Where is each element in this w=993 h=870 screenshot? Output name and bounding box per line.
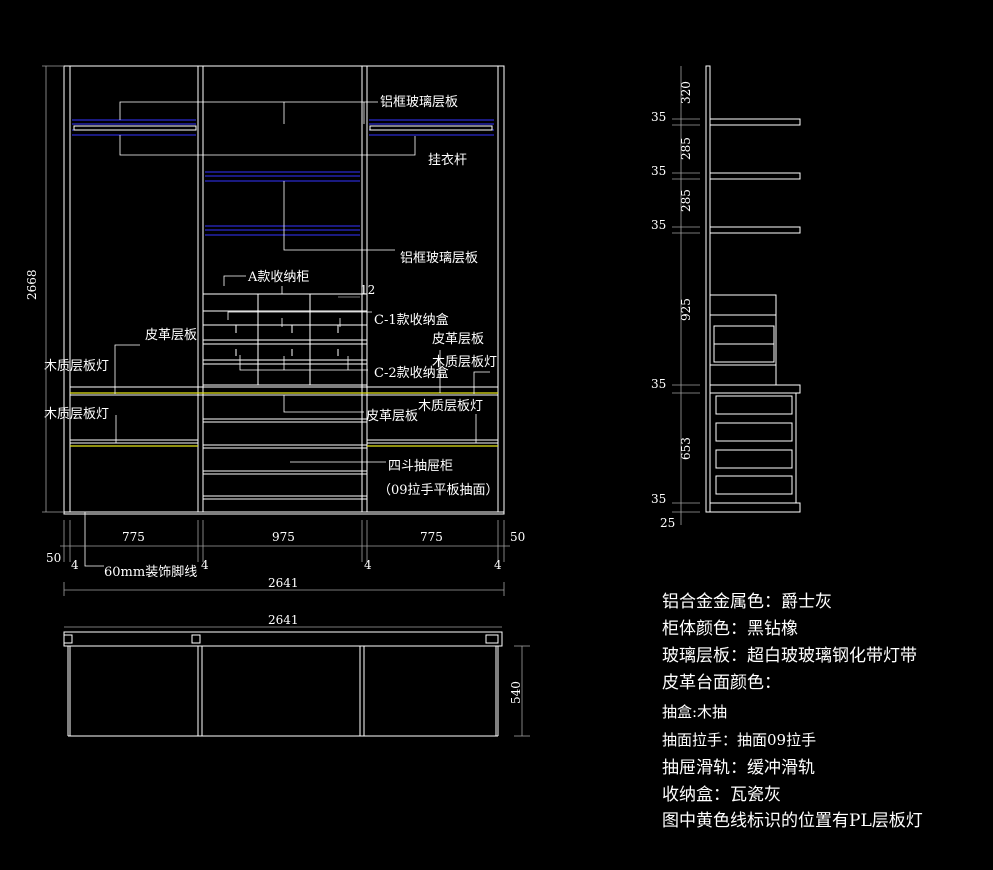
spec-line-3: 玻璃层板：超白玻玻璃钢化带灯带 <box>662 646 917 666</box>
dim-width-right: 775 <box>420 530 443 544</box>
spec-line-4: 皮革台面颜色： <box>662 673 781 693</box>
label-hanging-rod: 挂衣杆 <box>428 152 467 168</box>
dim-width-total: 2641 <box>268 576 299 590</box>
sec-dim-320: 320 <box>679 81 693 104</box>
light-strips <box>70 392 498 447</box>
sec-dim-35-1: 35 <box>651 110 666 124</box>
sec-dim-35-3: 35 <box>651 218 666 232</box>
spec-line-9: 图中黄色线标识的位置有PL层板灯 <box>662 811 923 831</box>
sec-dim-35-2: 35 <box>651 164 666 178</box>
label-glass-shelf-top: 铝框玻璃层板 <box>380 95 458 110</box>
label-c2-box: C-2款收纳盒 <box>374 365 449 381</box>
dim-box-gap: 12 <box>360 283 375 297</box>
dim-width-left: 775 <box>122 530 145 544</box>
glass-shelves <box>72 119 494 236</box>
label-storage-cabinet-a: A款收纳柜 <box>247 270 309 285</box>
sec-dim-35-4: 35 <box>651 377 666 391</box>
label-glass-shelf-mid: 铝框玻璃层板 <box>400 251 478 266</box>
elevation-dimension-text: 2668 775 975 775 50 50 4 4 4 4 2641 12 <box>25 269 525 590</box>
dim-gap-3: 4 <box>364 558 372 572</box>
label-wood-light-left-1: 木质层板灯 <box>44 359 109 374</box>
plan-dimensions <box>64 626 530 737</box>
dim-height-total: 2668 <box>25 269 39 300</box>
spec-line-2: 柜体颜色：黑钻橡 <box>662 619 798 639</box>
side-section <box>705 65 801 513</box>
hanging-rods <box>73 125 493 131</box>
sec-dim-285-2: 285 <box>679 189 693 212</box>
label-wood-light-right-1: 木质层板灯 <box>432 355 497 370</box>
label-c1-box: C-1款收纳盒 <box>374 312 449 328</box>
sec-dim-285-1: 285 <box>679 137 693 160</box>
label-leather-shelf-left: 皮革层板 <box>145 328 197 343</box>
dim-gap-4: 4 <box>494 558 502 572</box>
label-wood-light-right-2: 木质层板灯 <box>418 399 483 414</box>
plan-dim-depth: 540 <box>509 681 523 704</box>
section-dimension-text: 320 35 285 35 285 35 925 35 653 35 25 <box>651 81 693 530</box>
sec-dim-653: 653 <box>679 437 693 460</box>
plan-view <box>63 631 503 737</box>
spec-line-8: 收纳盒：瓦瓷灰 <box>662 785 781 805</box>
spec-line-6: 抽面拉手：抽面09拉手 <box>662 731 816 749</box>
section-dimension-lines <box>672 66 700 525</box>
elevation-dimension-lines <box>42 65 510 596</box>
front-elevation <box>63 65 505 515</box>
dim-gap-2: 4 <box>201 558 209 572</box>
sec-dim-25: 25 <box>660 516 675 530</box>
dim-offset-right: 50 <box>510 530 525 544</box>
label-leather-shelf-mid: 皮革层板 <box>366 409 418 424</box>
label-drawer-note: （09拉手平板抽面） <box>378 483 499 498</box>
sec-dim-925: 925 <box>679 298 693 321</box>
spec-line-5: 抽盒:木抽 <box>662 703 727 721</box>
spec-line-7: 抽屉滑轨：缓冲滑轨 <box>662 758 815 778</box>
elevation-labels: 铝框玻璃层板 挂衣杆 铝框玻璃层板 A款收纳柜 皮革层板 C-1款收纳盒 皮革层… <box>44 95 499 580</box>
label-leather-shelf-right-top: 皮革层板 <box>432 332 484 347</box>
dim-offset-left: 50 <box>46 551 61 565</box>
sec-dim-35-5: 35 <box>651 492 666 506</box>
leader-lines <box>84 101 490 567</box>
label-drawer-cabinet: 四斗抽屉柜 <box>388 459 453 474</box>
label-wood-light-left-2: 木质层板灯 <box>44 407 109 422</box>
label-baseboard: 60mm装饰脚线 <box>104 564 197 580</box>
dim-width-mid: 975 <box>272 530 295 544</box>
plan-dim-width: 2641 <box>268 613 299 627</box>
spec-notes: 铝合金金属色：爵士灰 柜体颜色：黑钻橡 玻璃层板：超白玻玻璃钢化带灯带 皮革台面… <box>662 592 923 831</box>
spec-line-1: 铝合金金属色：爵士灰 <box>662 592 832 612</box>
dim-gap-1: 4 <box>71 558 79 572</box>
